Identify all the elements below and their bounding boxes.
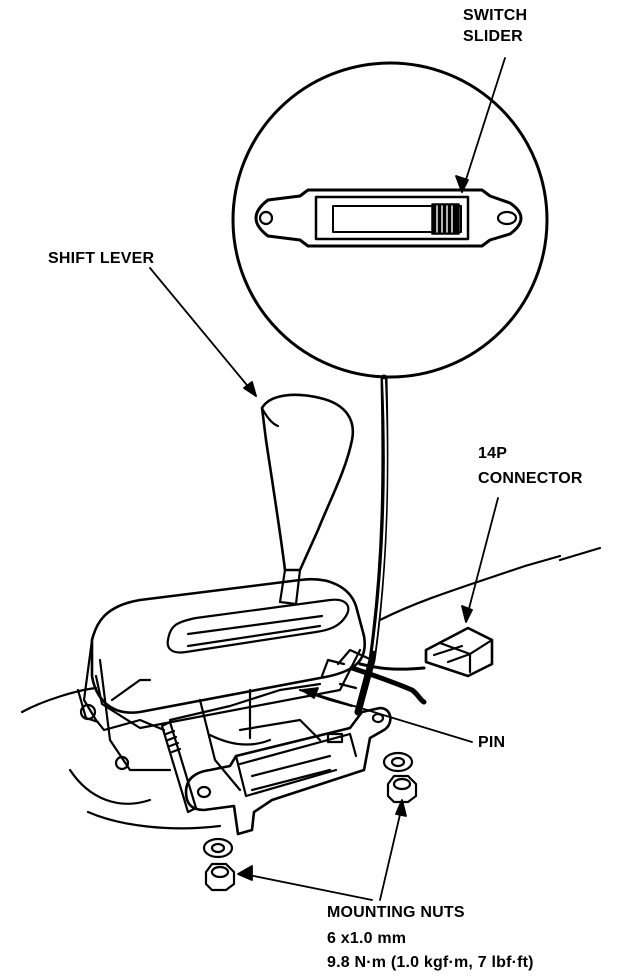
- label-pin: PIN: [478, 734, 506, 751]
- shift-console: [90, 577, 367, 730]
- label-shift-lever: SHIFT LEVER: [48, 250, 155, 267]
- leader-lines: [149, 57, 506, 901]
- connector-14p: [349, 626, 494, 705]
- shift-lever: [260, 393, 355, 606]
- bolt-stud: [160, 720, 198, 814]
- detail-circle: [231, 61, 549, 379]
- label-mounting-nuts: MOUNTING NUTS: [327, 904, 465, 921]
- switch-slider: [431, 203, 460, 235]
- label-nut-size: 6 x1.0 mm: [327, 930, 407, 947]
- nut-left: [202, 837, 236, 892]
- label-14p-line1: 14P: [478, 445, 508, 462]
- switch-assembly: [184, 706, 392, 836]
- nut-right: [382, 751, 418, 804]
- harness-wire: [354, 374, 389, 716]
- floor-outline: [20, 686, 98, 714]
- label-torque: 9.8 N·m (1.0 kgf·m, 7 lbf·ft): [327, 954, 534, 971]
- label-switch-slider-line1: SWITCH: [463, 7, 528, 24]
- label-switch-slider-line2: SLIDER: [463, 28, 523, 45]
- label-14p-line2: CONNECTOR: [478, 470, 583, 487]
